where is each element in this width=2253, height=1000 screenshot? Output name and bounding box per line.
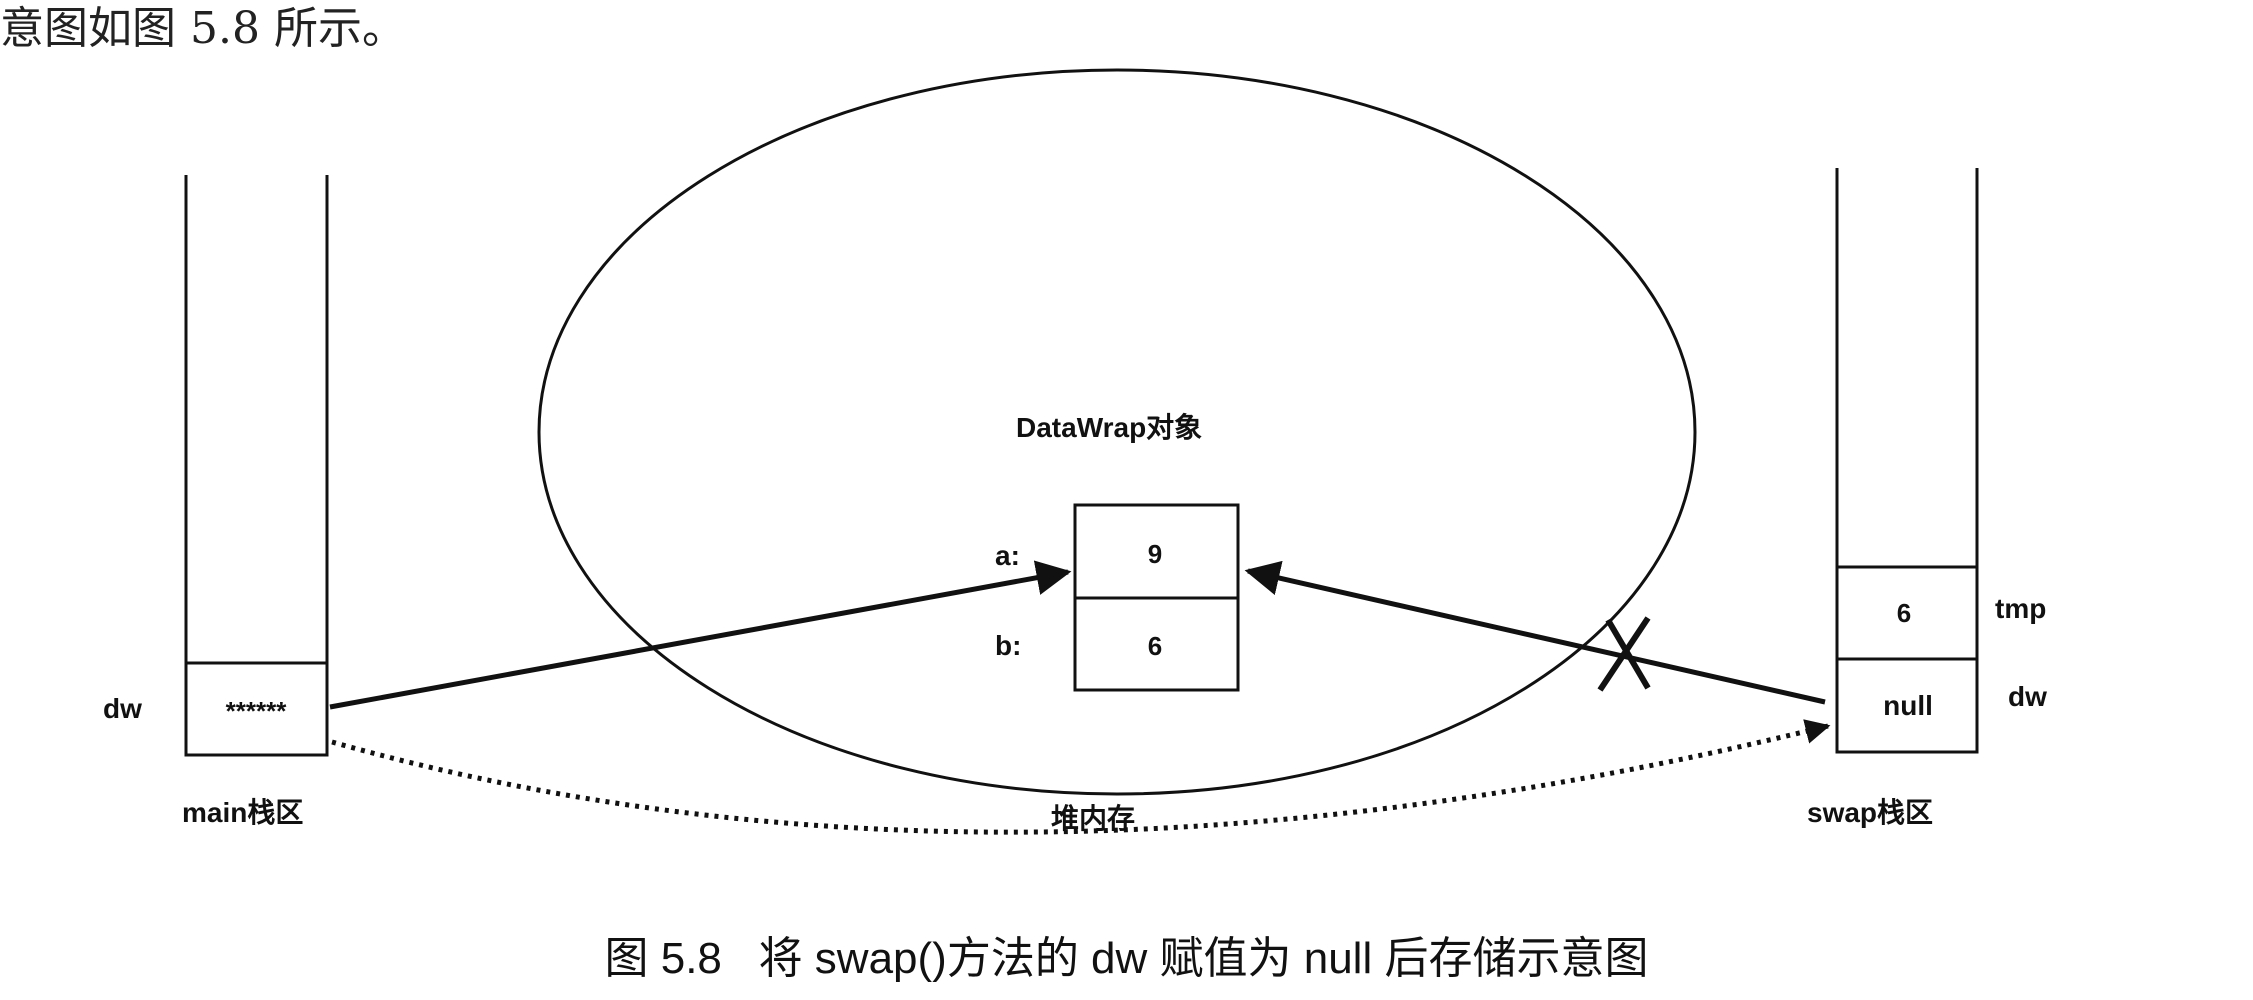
swap-dw-cell bbox=[1835, 657, 1979, 754]
field-a-cell bbox=[1073, 503, 1240, 600]
swap-dw-reference-arrow bbox=[1244, 560, 1826, 705]
figure-caption: 图 5.8 将 swap()方法的 dw 赋值为 null 后存储示意图 bbox=[604, 934, 1649, 983]
object-title: DataWrap对象 bbox=[1016, 411, 1202, 443]
main-dw-cell bbox=[184, 661, 329, 757]
field-a-label: a: bbox=[995, 540, 1020, 571]
main-stack-label: main栈区 bbox=[182, 797, 303, 828]
swap-tmp-label: tmp bbox=[1995, 593, 2046, 624]
preceding-text-fragment: 意图如图 5.8 所示。 bbox=[0, 3, 406, 54]
heap-memory-ellipse bbox=[537, 68, 1697, 796]
value-copy-dotted-arrow bbox=[331, 719, 1831, 835]
heap-label: 堆内存 bbox=[1051, 802, 1135, 834]
main-dw-reference-arrow bbox=[329, 560, 1072, 710]
swap-stack bbox=[1835, 168, 1979, 754]
field-b-label: b: bbox=[995, 630, 1021, 661]
field-b-value: 6 bbox=[1148, 631, 1162, 661]
swap-dw-label: dw bbox=[2008, 681, 2047, 712]
field-b-cell bbox=[1073, 596, 1240, 692]
main-dw-label: dw bbox=[103, 693, 142, 724]
swap-stack-label: swap栈区 bbox=[1807, 797, 1933, 828]
swap-dw-value: null bbox=[1883, 690, 1933, 721]
swap-tmp-cell bbox=[1835, 565, 1979, 661]
field-a-value: 9 bbox=[1148, 539, 1162, 569]
main-dw-value: ****** bbox=[226, 696, 288, 726]
main-stack bbox=[184, 175, 329, 757]
swap-tmp-value: 6 bbox=[1897, 598, 1911, 628]
cross-mark-icon bbox=[1597, 616, 1651, 692]
datawrap-object bbox=[1073, 503, 1240, 692]
